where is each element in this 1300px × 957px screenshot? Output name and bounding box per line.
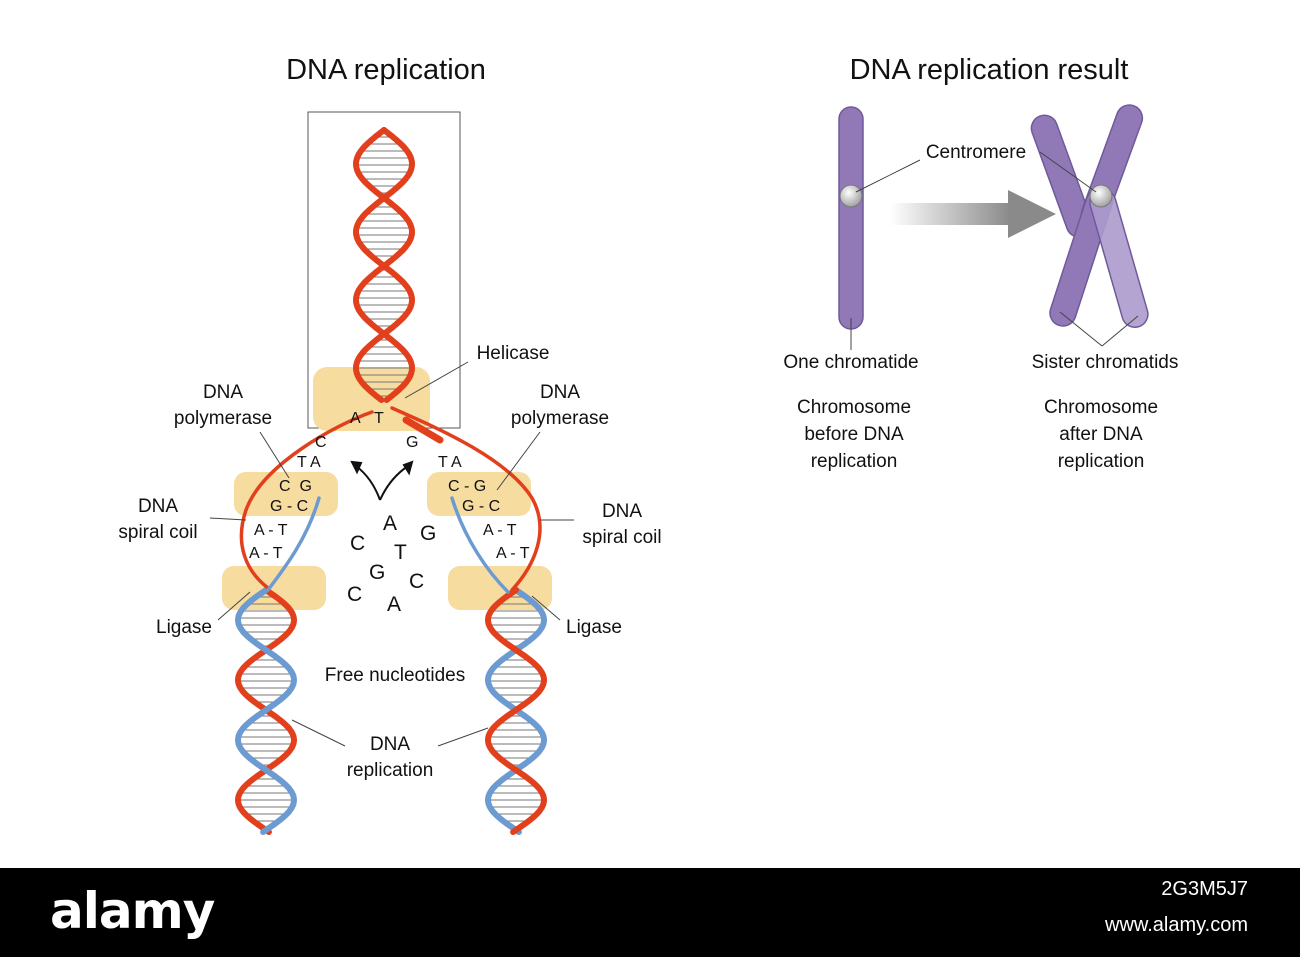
before-caption-line2: before DNA [804, 424, 904, 445]
chromatid-body [838, 106, 864, 330]
sister-chromatids-label: Sister chromatids [1032, 352, 1179, 373]
dna-strand [352, 127, 416, 403]
helicase-label: Helicase [477, 343, 550, 364]
left-fork-arrow [355, 465, 381, 501]
helicase-enzyme [313, 367, 430, 431]
replication-fork [239, 406, 542, 594]
dna-replication-diagram: DNA replication A T C T A C G G - C A - … [118, 54, 1178, 835]
left-base-at-1: A - T [254, 522, 288, 539]
replicated-chromosome [1030, 104, 1149, 328]
left-new-strand [266, 496, 321, 592]
free-base: T [394, 541, 407, 564]
left-panel-labels: Helicase DNA polymerase DNA polymerase D… [118, 343, 661, 781]
left-coil-label-line1: DNA [138, 496, 178, 517]
left-parent-strand [239, 410, 374, 590]
left-coil-label-line2: spiral coil [118, 522, 197, 543]
left-daughter-helix [234, 587, 298, 835]
free-base: C [409, 570, 424, 593]
right-polymerase-label-line2: polymerase [511, 408, 609, 429]
free-nucleotides-label: Free nucleotides [325, 665, 465, 686]
right-panel-title: DNA replication result [850, 54, 1129, 86]
left-base-c: C [315, 434, 327, 451]
after-caption-line3: replication [1058, 451, 1145, 472]
free-base: A [387, 593, 401, 616]
single-chromatid-chromosome [838, 106, 864, 330]
enzyme-blobs [222, 367, 552, 610]
left-panel-title: DNA replication [286, 54, 486, 86]
helicase-base-t: T [374, 410, 384, 427]
left-polymerase-label-line2: polymerase [174, 408, 272, 429]
left-base-cg: C G [279, 478, 312, 495]
right-arrowhead-icon [402, 460, 414, 476]
before-caption-line3: replication [811, 451, 898, 472]
left-polymerase-label-line1: DNA [203, 382, 243, 403]
watermark-footer: alamy 2G3M5J7 www.alamy.com [0, 868, 1300, 957]
image-id: 2G3M5J7 [1161, 878, 1248, 900]
free-base: G [369, 561, 385, 584]
dna-strand [234, 587, 298, 835]
after-caption-line1: Chromosome [1044, 397, 1158, 418]
right-fork-arrow [379, 465, 409, 501]
free-base: C [350, 532, 365, 555]
free-base: C [347, 583, 362, 606]
right-base-at-2: A - T [496, 545, 530, 562]
centromere-label: Centromere [926, 142, 1026, 163]
right-new-strand [450, 496, 510, 594]
fork-arrows [350, 460, 414, 501]
right-polymerase-label-line1: DNA [540, 382, 580, 403]
right-base-ta: T A [438, 454, 462, 471]
left-ligase-enzyme [222, 566, 326, 610]
centromere-ball [839, 184, 863, 208]
centromere-ball [1089, 184, 1113, 208]
right-ligase-label: Ligase [566, 617, 622, 638]
after-caption-line2: after DNA [1059, 424, 1143, 445]
left-base-gc: G - C [270, 498, 308, 515]
chromatid-arm-lower-right [1089, 188, 1149, 328]
right-leader-lines [850, 151, 1139, 350]
leader-lines [209, 361, 574, 747]
parent-helix [352, 127, 416, 403]
left-base-at-2: A - T [249, 545, 283, 562]
free-base: G [420, 522, 436, 545]
left-arrowhead-icon [350, 460, 363, 475]
base-pair-labels: A T C T A C G G - C A - T A - T G T A C … [249, 410, 530, 562]
brand-logo: alamy [50, 882, 215, 940]
right-base-cg: C - G [448, 478, 486, 495]
replication-label-line1: DNA [370, 734, 410, 755]
left-base-ta: T A [297, 454, 321, 471]
right-base-at-1: A - T [483, 522, 517, 539]
right-panel-labels: Centromere One chromatide Sister chromat… [783, 142, 1178, 472]
site-url: www.alamy.com [1105, 914, 1248, 936]
free-base: A [383, 512, 397, 535]
right-parent-strand [390, 406, 542, 592]
before-caption-line1: Chromosome [797, 397, 911, 418]
dna-strand [484, 587, 548, 835]
free-nucleotide-letters: A C T G G C C A [347, 512, 436, 616]
replication-label-line2: replication [347, 760, 434, 781]
one-chromatide-label: One chromatide [783, 352, 918, 373]
right-coil-label-line2: spiral coil [582, 527, 661, 548]
right-coil-label-line1: DNA [602, 501, 642, 522]
right-daughter-helix [484, 587, 548, 835]
right-base-gc: G - C [462, 498, 500, 515]
transition-arrow-icon [890, 190, 1056, 238]
right-parent-strand-thick [402, 416, 444, 444]
helicase-base-a: A [350, 410, 361, 427]
left-ligase-label: Ligase [156, 617, 212, 638]
right-base-g: G [406, 434, 418, 451]
